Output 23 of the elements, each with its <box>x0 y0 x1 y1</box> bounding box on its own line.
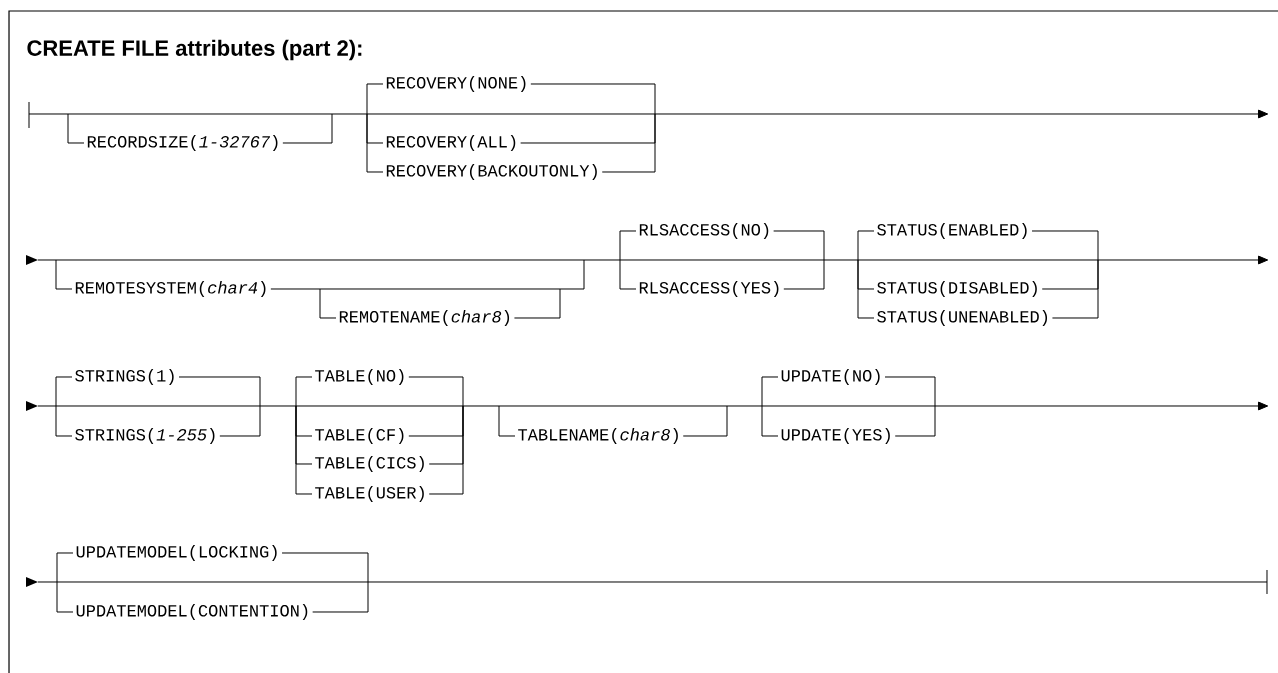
keyword: STATUS(UNENABLED) <box>877 310 1048 326</box>
keyword: REMOTESYSTEM(char4) <box>75 281 266 297</box>
keyword: RECOVERY(NONE) <box>386 76 526 92</box>
keyword: STATUS(DISABLED) <box>877 281 1037 297</box>
keyword: UPDATE(NO) <box>781 369 880 385</box>
keyword: TABLE(NO) <box>315 369 404 385</box>
keyword: RECORDSIZE(1-32767) <box>87 135 278 151</box>
keyword: RECOVERY(BACKOUTONLY) <box>386 164 597 180</box>
keyword: STRINGS(1) <box>75 369 174 385</box>
title: CREATE FILE attributes (part 2): <box>27 39 362 61</box>
keyword: UPDATEMODEL(CONTENTION) <box>76 604 308 620</box>
keyword: UPDATE(YES) <box>781 428 890 444</box>
keyword: TABLE(CF) <box>315 428 404 444</box>
keyword: TABLE(USER) <box>315 486 424 502</box>
keyword: RLSACCESS(NO) <box>639 223 769 239</box>
keyword: RECOVERY(ALL) <box>386 135 516 151</box>
keyword: STRINGS(1-255) <box>75 428 215 444</box>
keyword: STATUS(ENABLED) <box>877 223 1027 239</box>
keyword: RLSACCESS(YES) <box>639 281 779 297</box>
keyword: UPDATEMODEL(LOCKING) <box>76 545 277 561</box>
keyword: TABLE(CICS) <box>315 456 424 472</box>
keyword: REMOTENAME(char8) <box>339 310 510 326</box>
keyword: TABLENAME(char8) <box>518 428 678 444</box>
